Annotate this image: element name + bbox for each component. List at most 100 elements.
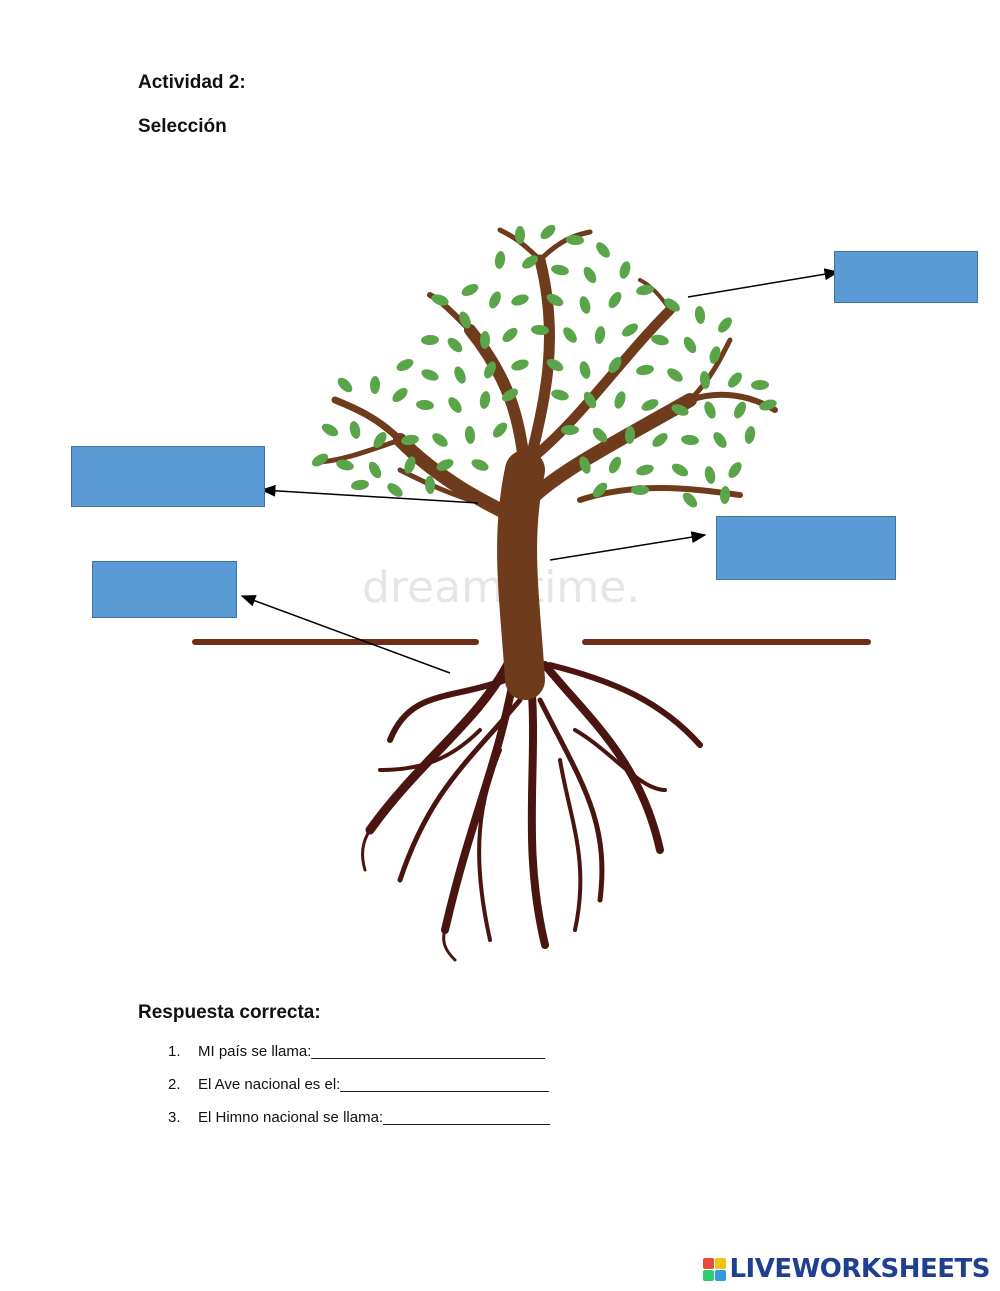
leaf xyxy=(631,485,649,495)
leaf xyxy=(551,389,569,401)
arrow-roots xyxy=(240,595,451,674)
leaf xyxy=(459,311,471,329)
answer-box-trunk[interactable] xyxy=(716,516,896,580)
leaf xyxy=(464,426,476,444)
leaf xyxy=(387,483,403,497)
leaf xyxy=(546,358,564,372)
leaf xyxy=(311,453,329,467)
question-list: 1. MI país se llama:____________________… xyxy=(168,1040,550,1139)
leaf xyxy=(492,422,508,438)
leaf xyxy=(699,371,711,389)
leaf xyxy=(448,397,462,413)
leaf xyxy=(494,251,506,269)
question-text[interactable]: MI país se llama:_______________________… xyxy=(198,1043,545,1060)
leaf xyxy=(671,463,689,477)
leaf xyxy=(369,376,381,394)
leaf xyxy=(416,399,434,411)
leaf xyxy=(636,464,654,476)
leaf xyxy=(734,401,746,419)
question-item-2: 2. El Ave nacional es el:_______________… xyxy=(168,1073,550,1106)
leaf xyxy=(579,361,591,379)
leaf xyxy=(321,423,339,437)
leaf xyxy=(501,388,519,402)
leaf xyxy=(540,224,556,240)
answer-box-leaves[interactable] xyxy=(834,251,978,303)
leaf xyxy=(681,434,699,446)
leaf xyxy=(447,337,463,353)
leaf xyxy=(579,296,591,314)
leaf xyxy=(728,462,742,478)
leaf xyxy=(713,432,727,448)
leaf xyxy=(431,294,449,306)
leaf xyxy=(636,284,654,296)
question-number: 2. xyxy=(168,1076,181,1093)
leaf xyxy=(682,492,698,508)
leaf xyxy=(337,377,353,393)
leaf xyxy=(531,324,549,336)
leaf xyxy=(667,368,683,382)
leaf xyxy=(396,359,414,371)
answer-box-branches[interactable] xyxy=(71,446,265,507)
leaf xyxy=(502,327,518,343)
tree-leaves xyxy=(311,224,777,508)
leaf xyxy=(694,306,706,324)
tree-diagram: dreamstime. xyxy=(192,224,871,962)
leaf xyxy=(608,356,622,374)
leaf xyxy=(479,331,491,349)
leaf xyxy=(592,427,608,443)
leaf xyxy=(592,482,608,498)
leaf xyxy=(471,459,489,471)
leaf xyxy=(561,424,579,436)
leaf xyxy=(349,421,361,439)
activity-subtitle: Selección xyxy=(138,116,227,137)
leaf xyxy=(636,364,654,376)
liveworksheets-logo: LIVEWORKSHEETS xyxy=(703,1254,990,1284)
leaf xyxy=(515,226,525,244)
leaf xyxy=(484,361,496,379)
leaf xyxy=(718,317,732,333)
arrow-branches xyxy=(260,484,479,504)
pointer-arrows xyxy=(240,268,840,674)
question-text[interactable]: El Himno nacional se llama:_____________… xyxy=(198,1109,550,1126)
leaf xyxy=(511,359,529,371)
leaf xyxy=(664,298,680,312)
leaf xyxy=(751,379,769,391)
leaf xyxy=(622,323,638,337)
leaf xyxy=(671,404,689,416)
leaf xyxy=(704,466,716,484)
leaf xyxy=(421,369,439,381)
leaf xyxy=(624,426,636,444)
leaf xyxy=(461,283,479,297)
leaf xyxy=(424,476,436,494)
answers-heading: Respuesta correcta: xyxy=(138,1002,321,1023)
leaf xyxy=(546,293,564,307)
leaf xyxy=(404,456,416,474)
leaf xyxy=(401,434,419,446)
leaf xyxy=(652,433,668,447)
leaf xyxy=(522,255,538,269)
question-text[interactable]: El Ave nacional es el:__________________… xyxy=(198,1076,549,1093)
leaf xyxy=(579,456,591,474)
leaf xyxy=(454,366,466,384)
leaf xyxy=(583,266,597,284)
leaf xyxy=(651,334,669,346)
leaf xyxy=(596,242,610,258)
tree-roots xyxy=(361,655,703,962)
leaf xyxy=(709,346,721,364)
answer-box-roots[interactable] xyxy=(92,561,237,618)
leaf xyxy=(719,486,731,504)
leaf xyxy=(432,433,448,447)
question-item-3: 3. El Himno nacional se llama:__________… xyxy=(168,1106,550,1139)
leaf xyxy=(511,294,529,306)
logo-text: LIVEWORKSHEETS xyxy=(729,1254,990,1284)
leaf xyxy=(551,264,569,276)
arrow-leaves xyxy=(687,268,840,298)
question-number: 1. xyxy=(168,1043,181,1060)
leaf xyxy=(336,459,354,471)
question-number: 3. xyxy=(168,1109,181,1126)
leaf xyxy=(421,334,439,346)
leaf xyxy=(683,336,697,354)
leaf xyxy=(392,387,408,403)
leaf xyxy=(479,391,491,409)
leaf xyxy=(744,426,756,444)
